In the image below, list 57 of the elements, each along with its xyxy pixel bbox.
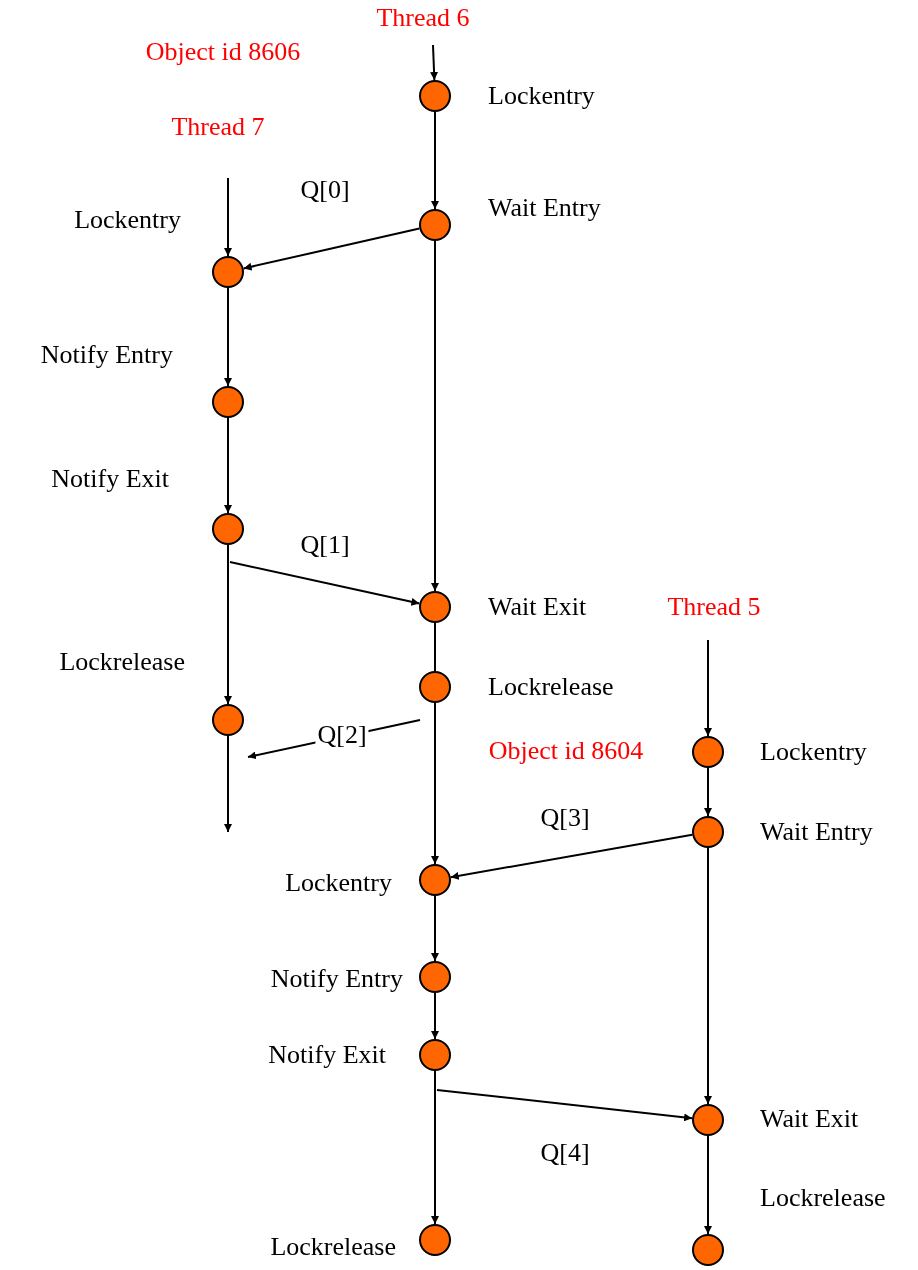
event-label: Lockrelease [59, 647, 185, 677]
event-circle [692, 736, 724, 768]
arrow [449, 833, 694, 880]
event-circle [212, 256, 244, 288]
thread-label: Object id 8604 [488, 736, 644, 766]
event-circle [692, 1104, 724, 1136]
event-circle [419, 1224, 451, 1256]
thread-label: Thread 7 [171, 112, 265, 142]
event-circle [419, 209, 451, 241]
event-label: Lockentry [488, 81, 595, 111]
event-circle [692, 816, 724, 848]
arrow [436, 1089, 694, 1122]
event-label: Lockrelease [270, 1232, 396, 1262]
arrow [431, 1070, 439, 1225]
event-label: Wait Entry [488, 193, 601, 223]
event-circle [692, 1234, 724, 1266]
event-label: Notify Exit [268, 1040, 386, 1070]
thread-label: Object id 8606 [145, 37, 301, 67]
event-label: Notify Entry [270, 964, 403, 994]
event-label: Wait Exit [488, 592, 587, 622]
arrow [704, 767, 712, 817]
arrow [224, 544, 232, 705]
arrow [430, 44, 439, 81]
event-label: Wait Entry [760, 817, 873, 847]
event-circle [212, 513, 244, 545]
event-circle [419, 671, 451, 703]
event-circle [419, 80, 451, 112]
event-label: Lockentry [285, 868, 392, 898]
event-circle [419, 1039, 451, 1071]
thread-label: Thread 5 [667, 592, 761, 622]
thread-label: Thread 6 [376, 3, 470, 33]
arrow [242, 227, 421, 271]
event-label: Lockentry [760, 737, 867, 767]
arrow [431, 895, 439, 962]
event-circle [212, 386, 244, 418]
arrow [224, 735, 232, 833]
event-label: Lockrelease [488, 672, 614, 702]
arrow [431, 111, 439, 210]
event-circle [419, 864, 451, 896]
arrow [704, 847, 712, 1105]
arrow [704, 1135, 712, 1235]
arrow [431, 702, 439, 865]
event-circle [419, 591, 451, 623]
arrow [431, 992, 439, 1040]
arrow [224, 287, 232, 387]
arrow [431, 240, 439, 592]
arrow [224, 417, 232, 514]
event-circle [419, 961, 451, 993]
arrow [704, 639, 712, 737]
event-label: Notify Exit [51, 464, 169, 494]
event-label: Lockrelease [760, 1183, 886, 1213]
event-label: Lockentry [74, 205, 181, 235]
arrow [229, 561, 421, 606]
event-label: Notify Entry [40, 340, 173, 370]
event-circle [212, 704, 244, 736]
arrow [224, 177, 232, 257]
event-label: Wait Exit [760, 1104, 859, 1134]
